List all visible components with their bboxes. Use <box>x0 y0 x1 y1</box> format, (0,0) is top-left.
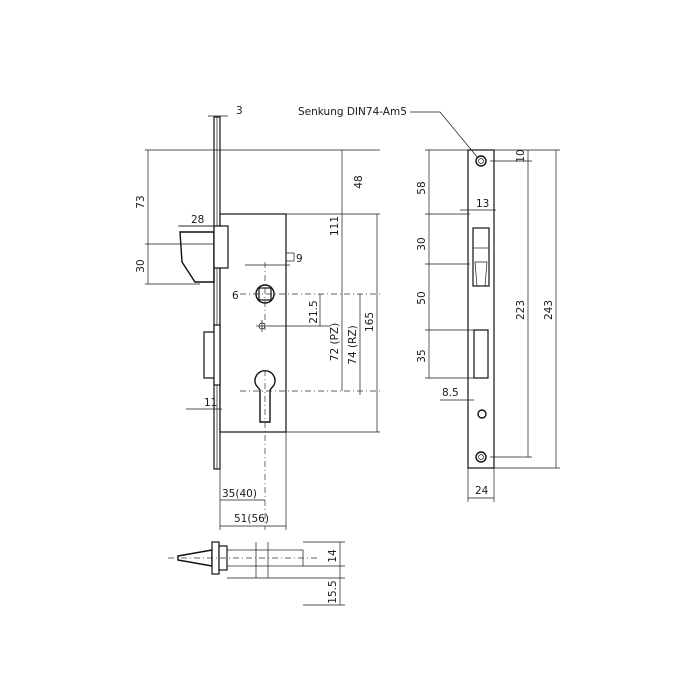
dim-bolt-offset: 8.5 <box>442 387 459 399</box>
dim-square-offset: 6 <box>232 290 239 302</box>
dim-width: 24 <box>475 485 489 497</box>
bottom-screw <box>475 451 487 463</box>
latch-opening <box>472 227 490 287</box>
dim-square-size: 9 <box>296 253 303 265</box>
dim-top-screw: 10 <box>515 149 527 162</box>
dim-top-to-latch: 73 <box>135 195 147 208</box>
faceplate-front <box>467 149 495 469</box>
side-view: Senkung DIN74-Am5 58 13 30 50 35 8.5 10 … <box>298 106 560 502</box>
top-screw <box>475 155 487 167</box>
dim-height-a: 14 <box>327 549 339 563</box>
lock-case <box>219 213 287 433</box>
dim-111: 111 <box>329 216 341 236</box>
bolt-opening <box>473 329 489 379</box>
dim-top: 48 <box>353 175 365 188</box>
dim-latch-height: 30 <box>135 259 147 272</box>
dim-spacing-pz: 72 (PZ) <box>329 323 341 361</box>
dim-latch-depth: 28 <box>191 214 204 226</box>
dim-height-b: 15.5 <box>327 580 339 603</box>
dim-backset: 35(40) <box>222 488 257 500</box>
dim-case-height: 165 <box>364 312 376 332</box>
dim-total-depth: 51(56) <box>234 513 269 525</box>
dim-bolt: 11 <box>204 397 217 409</box>
dim-gap: 50 <box>416 291 428 304</box>
dim-latch-height-side: 30 <box>416 237 428 250</box>
dim-spacing-rz: 74 (RZ) <box>347 325 359 364</box>
bottom-view: 14 15.5 <box>168 541 345 606</box>
latch-bolt <box>179 231 215 283</box>
dim-faceplate-thickness: 3 <box>236 105 243 117</box>
front-view: 3 73 30 28 9 <box>135 105 380 530</box>
countersink-annotation: Senkung DIN74-Am5 <box>298 106 407 118</box>
dim-screw-span: 223 <box>515 300 527 320</box>
dim-total-height: 243 <box>543 300 555 320</box>
cylinder-cutout <box>254 369 276 423</box>
dim-latch-width: 13 <box>476 198 489 210</box>
dim-to-latch: 58 <box>416 181 428 194</box>
dim-bolt-height: 35 <box>416 349 428 362</box>
dim-spacing-215: 21.5 <box>308 300 320 323</box>
